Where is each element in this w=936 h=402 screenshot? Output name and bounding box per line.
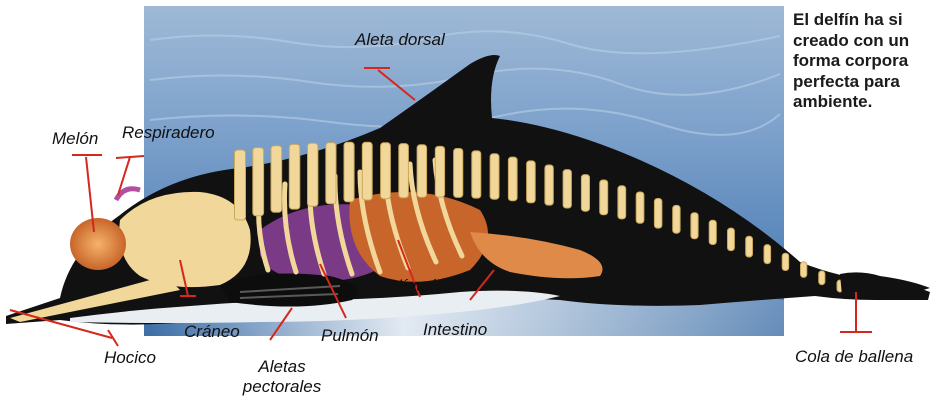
caption-line-2: creado con un <box>793 31 936 52</box>
caption-line-4: perfecta para <box>793 72 936 93</box>
vertebra <box>636 192 644 223</box>
vertebra <box>581 175 589 212</box>
vertebra <box>472 151 481 198</box>
vertebra <box>782 253 789 270</box>
vertebra <box>563 170 571 208</box>
vertebra <box>764 245 771 264</box>
vertebra <box>728 228 735 251</box>
label-aletas-line1: Aletas <box>232 357 332 377</box>
label-respiradero: Respiradero <box>122 123 215 143</box>
vertebra <box>545 165 553 205</box>
vertebra <box>654 199 662 229</box>
vertebra <box>801 262 807 278</box>
skull <box>119 192 250 287</box>
vertebra <box>746 236 753 257</box>
vertebra <box>691 213 698 239</box>
vertebra <box>454 149 463 198</box>
caption-text: El delfín ha si creado con un forma corp… <box>793 10 936 113</box>
vertebra <box>289 144 300 209</box>
callout-respiradero-top <box>116 156 144 158</box>
vertebra <box>527 161 536 203</box>
vertebra <box>709 220 716 244</box>
vertebra <box>253 148 264 216</box>
vertebra <box>673 205 680 233</box>
vertebra <box>819 271 825 285</box>
vertebra <box>308 143 318 206</box>
melon <box>70 218 126 270</box>
vertebra <box>508 157 517 201</box>
label-aletas-pectorales: Aletas pectorales <box>232 357 332 397</box>
label-melon: Melón <box>52 129 98 149</box>
vertebra <box>271 146 282 213</box>
vertebra <box>326 143 336 204</box>
vertebra <box>381 143 391 199</box>
vertebra <box>362 142 372 200</box>
vertebra <box>417 145 427 197</box>
label-cola-de-ballena: Cola de ballena <box>795 347 913 367</box>
caption-line-3: forma corpora <box>793 51 936 72</box>
label-aletas-line2: pectorales <box>232 377 332 397</box>
vertebra <box>490 154 499 199</box>
label-hocico: Hocico <box>104 348 156 368</box>
label-aleta-dorsal: Aleta dorsal <box>355 30 445 50</box>
vertebra <box>600 180 608 215</box>
label-intestino: Intestino <box>423 320 487 340</box>
label-craneo: Cráneo <box>184 322 240 342</box>
caption-line-5: ambiente. <box>793 92 936 113</box>
vertebra <box>344 142 354 202</box>
caption-line-1: El delfín ha si <box>793 10 936 31</box>
vertebra <box>399 144 409 198</box>
vertebra <box>235 150 246 220</box>
vertebra <box>618 186 626 219</box>
label-pulmon: Pulmón <box>321 326 379 346</box>
vertebra <box>435 146 444 197</box>
label-higado: Hígado <box>390 276 445 296</box>
